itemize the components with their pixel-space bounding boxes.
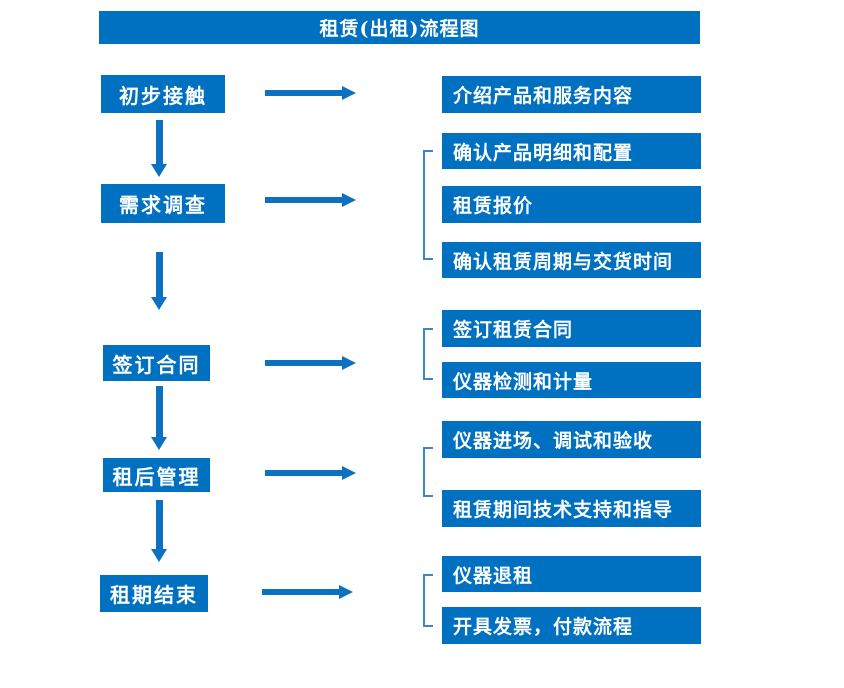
page-title: 租赁(出租)流程图 [99,11,700,44]
detail-label: 租赁期间技术支持和指导 [453,499,674,521]
arrow-shaft [265,197,343,203]
detail-box: 仪器退租 [442,556,701,592]
arrow-shaft [156,252,163,298]
detail-label: 租赁报价 [453,195,534,217]
arrow-head [151,297,167,310]
arrow-head [339,585,353,599]
stage-label: 需求调查 [119,193,207,217]
detail-box: 确认租赁周期与交货时间 [442,242,701,278]
detail-label: 仪器检测和计量 [453,370,594,393]
detail-box: 租赁报价 [442,186,701,223]
arrow-down-icon [151,386,167,450]
arrow-shaft [156,500,163,550]
detail-box: 开具发票，付款流程 [442,607,701,644]
arrow-head [342,466,356,480]
stage-label: 签订合同 [112,352,201,377]
stage-box-initial-contact: 初步接触 [101,75,225,113]
detail-box: 介绍产品和服务内容 [442,76,701,113]
detail-label: 确认租赁周期与交货时间 [453,250,674,273]
arrow-head [151,549,167,562]
detail-box: 租赁期间技术支持和指导 [442,490,701,527]
arrow-head [342,356,356,370]
arrow-down-icon [151,120,167,177]
arrow-shaft [156,120,163,165]
arrow-right-icon [262,585,353,599]
arrow-head [342,193,356,207]
stage-label: 初步接触 [119,83,207,108]
stage-label: 租后管理 [112,464,201,489]
arrow-right-icon [265,193,356,207]
stage-box-rental-end: 租期结束 [100,575,208,612]
stage-box-sign-contract: 签订合同 [103,345,210,381]
stage-box-post-rental-management: 租后管理 [103,458,210,492]
arrow-head [151,437,167,450]
detail-label: 介绍产品和服务内容 [453,85,634,107]
arrow-down-icon [151,500,167,562]
detail-label: 仪器退租 [453,564,534,587]
arrow-head [151,164,167,177]
detail-label: 开具发票，付款流程 [453,616,634,638]
detail-label: 确认产品明细和配置 [453,141,634,164]
arrow-right-icon [265,86,356,100]
group-bracket [423,574,433,627]
page-title-text: 租赁(出租)流程图 [319,18,480,40]
detail-box: 仪器进场、调试和验收 [442,421,701,458]
arrow-shaft [265,360,343,366]
group-bracket [423,328,433,380]
stage-label: 租期结束 [110,583,198,607]
detail-box: 签订租赁合同 [442,310,701,347]
arrow-right-icon [265,356,356,370]
group-bracket [423,150,433,260]
arrow-head [342,86,356,100]
detail-box: 仪器检测和计量 [442,362,701,398]
arrow-down-icon [151,252,167,310]
stage-box-demand-survey: 需求调查 [101,184,225,223]
detail-box: 确认产品明细和配置 [442,133,701,169]
arrow-shaft [156,386,163,438]
arrow-shaft [265,90,343,96]
detail-label: 仪器进场、调试和验收 [453,430,654,452]
group-bracket [423,447,433,497]
arrow-right-icon [265,466,356,480]
detail-label: 签订租赁合同 [453,319,574,341]
arrow-shaft [262,589,340,595]
arrow-shaft [265,470,343,476]
